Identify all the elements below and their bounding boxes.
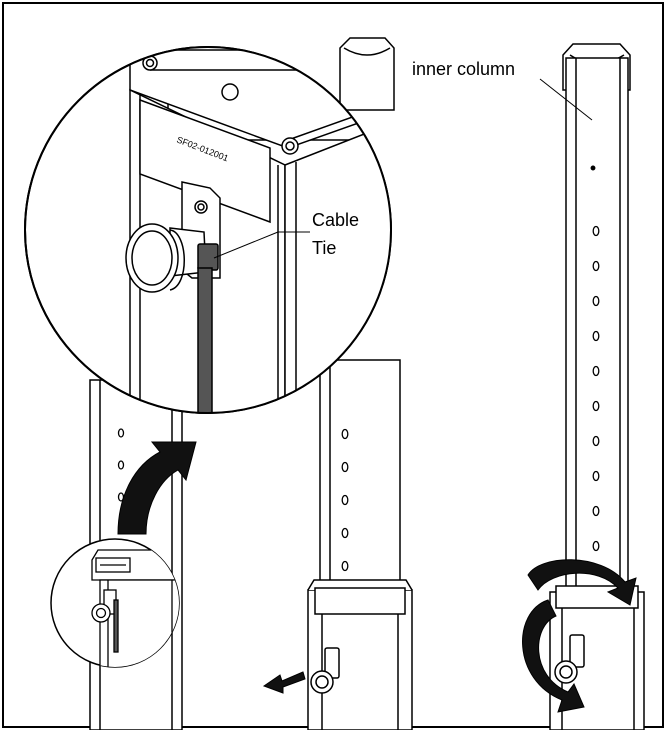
pull-arrow	[262, 671, 306, 694]
cable-tie-leader-2	[213, 231, 279, 259]
middle-column	[307, 359, 413, 730]
inner-column-label: inner column	[412, 59, 515, 79]
rotate-arrow-upper	[527, 559, 637, 606]
inner-column-leader	[539, 78, 593, 121]
cable-tie-label-line2: Tie	[312, 238, 336, 258]
left-column-holes	[117, 428, 125, 502]
right-column	[549, 43, 645, 730]
zoom-arrow	[117, 441, 197, 535]
small-detail-circle	[50, 538, 180, 668]
cable-tie-label-line1: Cable	[312, 210, 359, 230]
middle-column-holes	[341, 428, 349, 572]
right-column-holes	[590, 165, 600, 552]
rotate-arrow-lower	[522, 599, 585, 713]
middle-column-top	[339, 37, 395, 111]
